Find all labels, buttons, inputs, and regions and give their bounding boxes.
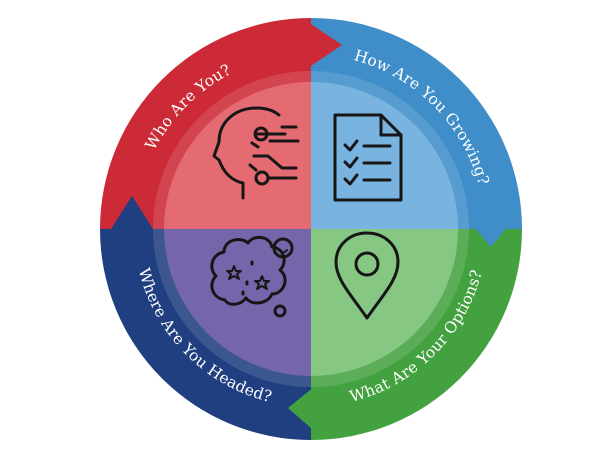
inner-how	[311, 82, 458, 229]
head-circuit-icon	[212, 106, 300, 200]
dream-cloud-icon	[210, 235, 294, 318]
map-pin-icon	[334, 231, 400, 320]
checklist-document-icon	[333, 113, 403, 202]
inner-disk	[164, 82, 458, 376]
arrow-to-how	[302, 18, 342, 72]
inner-who	[164, 82, 311, 229]
arrow-to-what	[462, 213, 518, 247]
arrow-to-where	[288, 382, 320, 436]
arrow-to-who	[104, 196, 160, 240]
inner-what	[311, 229, 458, 376]
cycle-arrows	[104, 18, 518, 436]
